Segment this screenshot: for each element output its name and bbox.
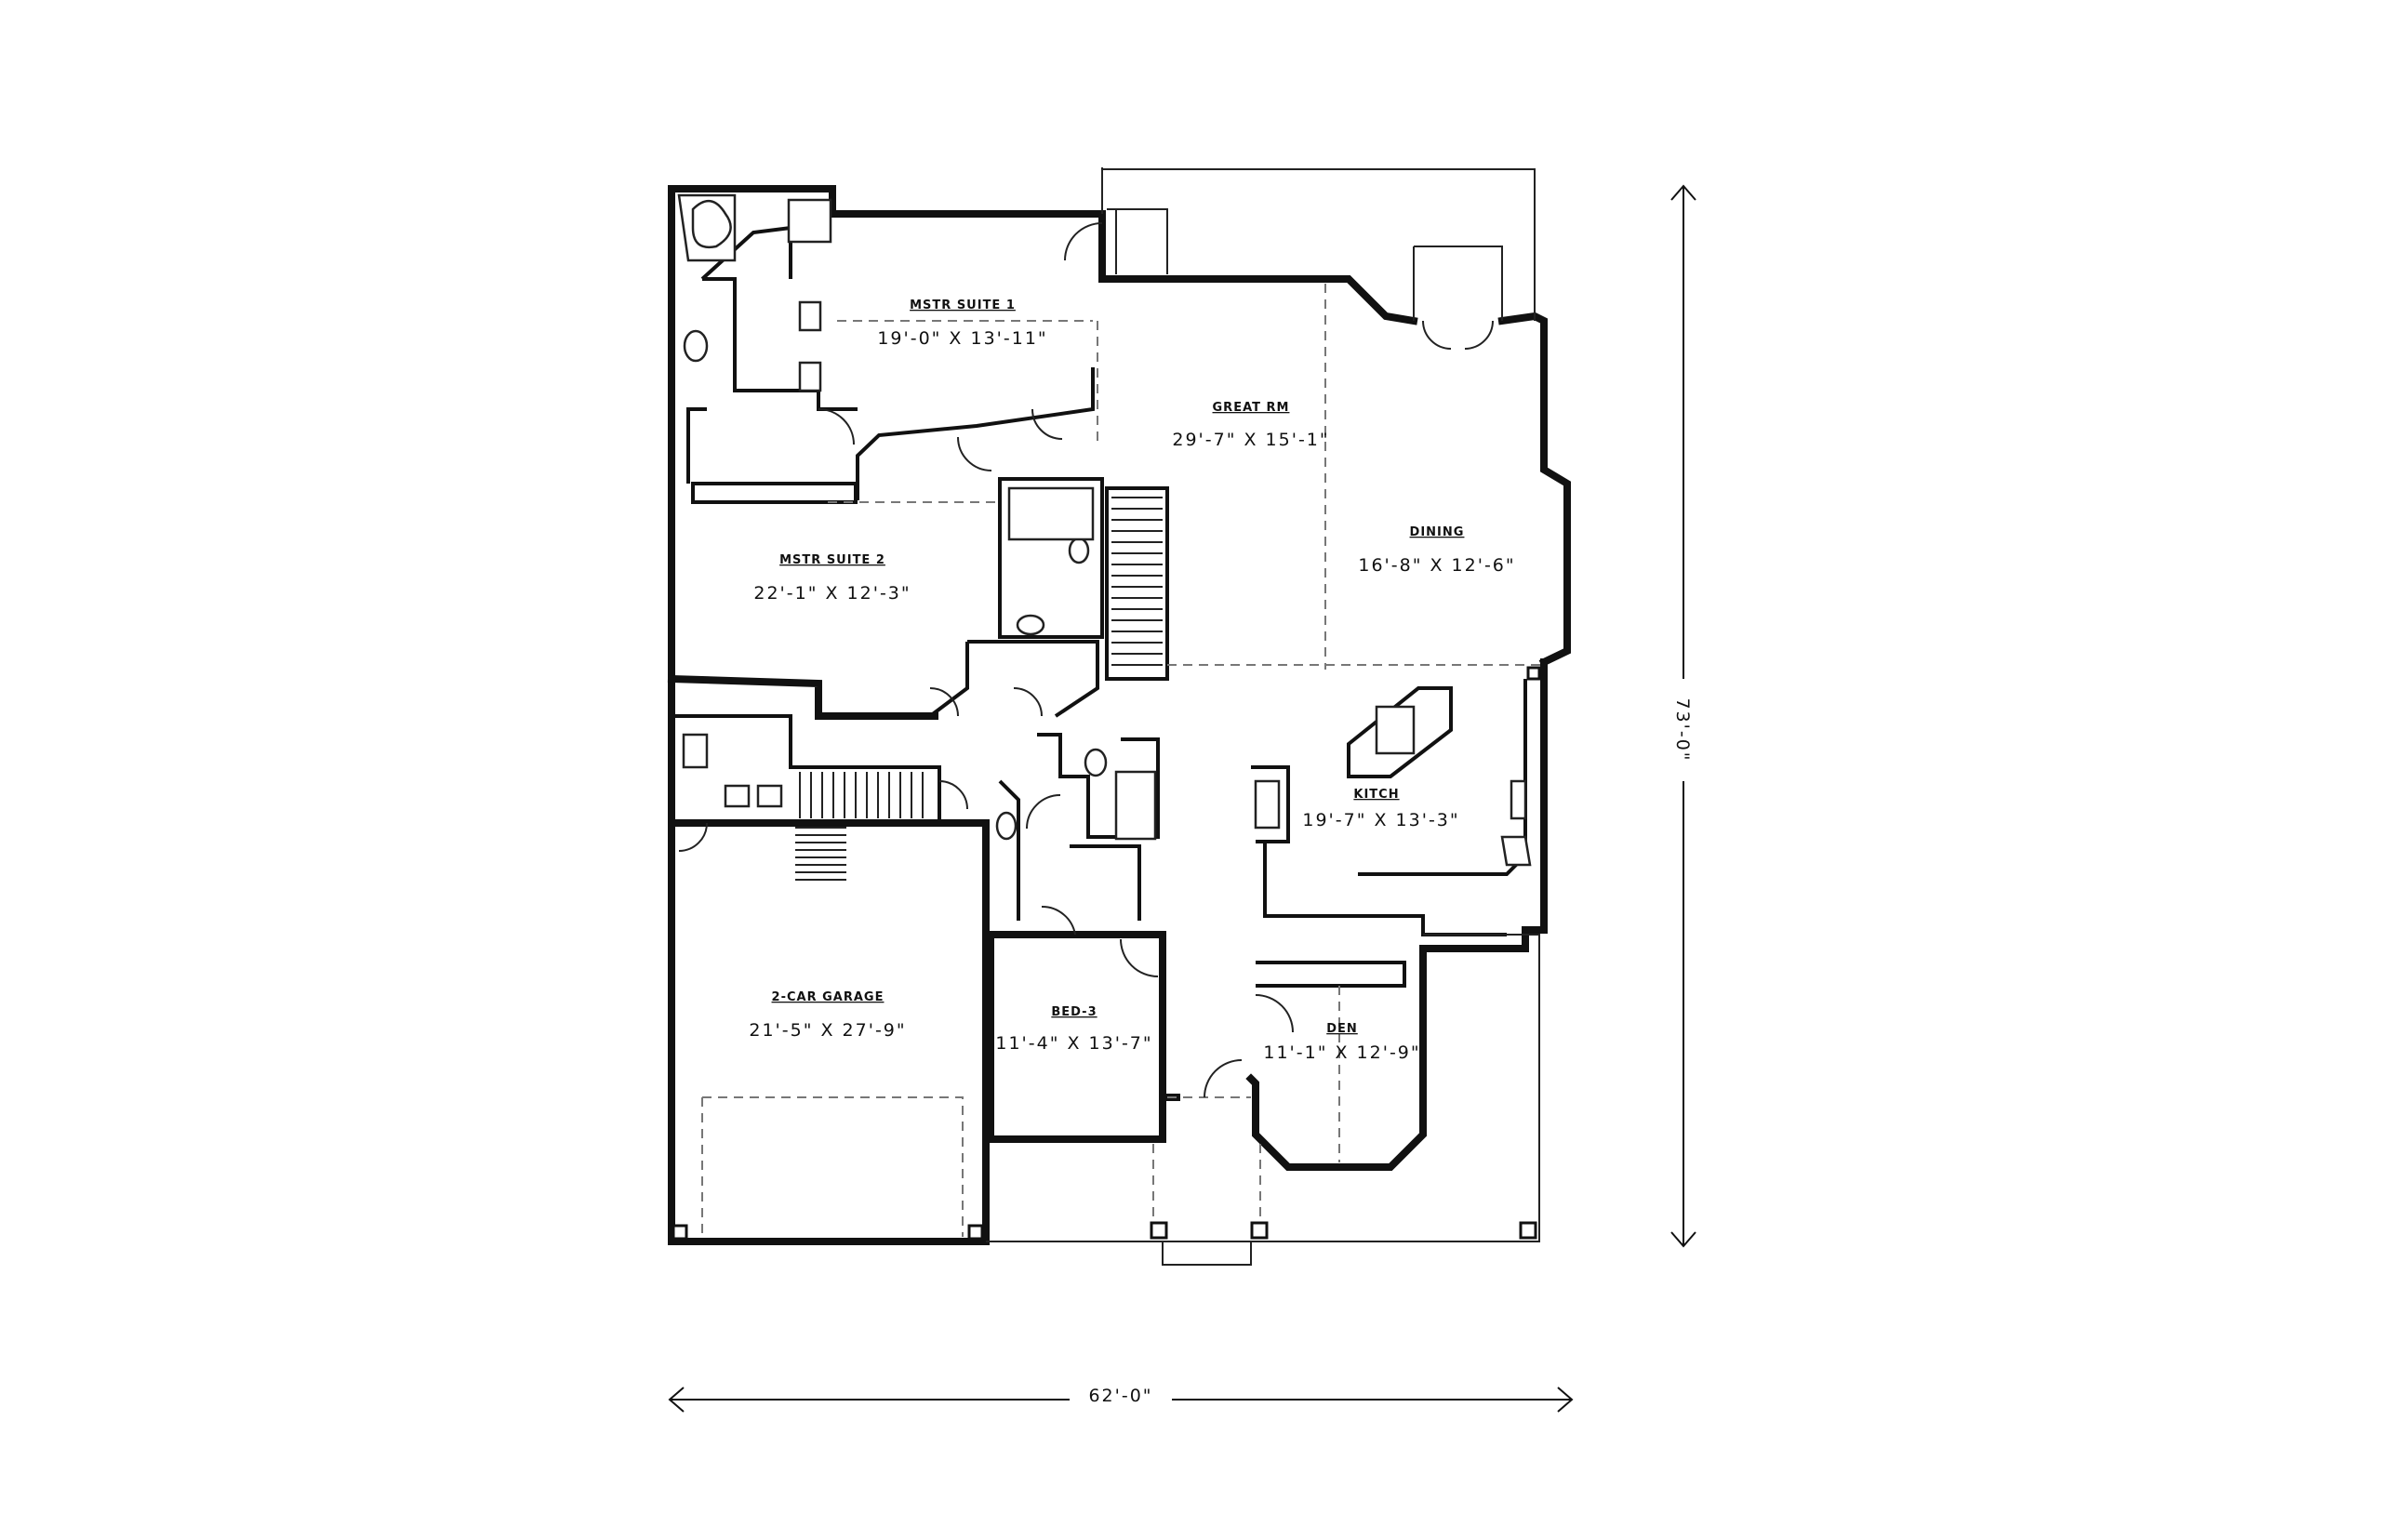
stairs: [1111, 497, 1163, 666]
room-name: GREAT RM: [1213, 401, 1290, 415]
room-name: KITCH: [1353, 788, 1399, 802]
room-dimensions: 16'-8" X 12'-6": [1358, 555, 1515, 576]
doors: [678, 222, 1494, 1098]
interior-walls: [667, 225, 1527, 1143]
exterior-walls: [668, 185, 1571, 1245]
room-name: MSTR SUITE 2: [779, 553, 885, 567]
room-name: DEN: [1326, 1022, 1358, 1036]
room-name: BED-3: [1051, 1005, 1097, 1019]
room-dimensions: 19'-0" X 13'-11": [877, 328, 1047, 349]
porch-posts: [672, 666, 1541, 1241]
fixtures: [677, 193, 1532, 867]
overall-depth-label: 73'-0": [1672, 697, 1693, 762]
overall-width-label: 62'-0": [1088, 1386, 1152, 1406]
room-name: 2-CAR GARAGE: [772, 990, 885, 1004]
porch: [986, 167, 1540, 1266]
room-dimensions: 22'-1" X 12'-3": [753, 583, 911, 604]
overall-depth-dimension: 73'-0": [1670, 184, 1696, 1248]
room-dimensions: 19'-7" X 13'-3": [1302, 810, 1459, 830]
overall-width-dimension: 62'-0": [668, 1384, 1574, 1413]
room-dimensions: 29'-7" X 15'-1": [1172, 430, 1329, 450]
openings: [701, 284, 1544, 1237]
room-labels: MSTR SUITE 1 19'-0" X 13'-11" MSTR SUITE…: [749, 299, 1515, 1063]
room-name: MSTR SUITE 1: [910, 299, 1016, 312]
stairs-lower: [795, 772, 924, 881]
room-name: DINING: [1410, 525, 1465, 539]
room-dimensions: 11'-1" X 12'-9": [1263, 1042, 1420, 1063]
room-dimensions: 21'-5" X 27'-9": [749, 1020, 906, 1041]
room-dimensions: 11'-4" X 13'-7": [995, 1033, 1152, 1054]
